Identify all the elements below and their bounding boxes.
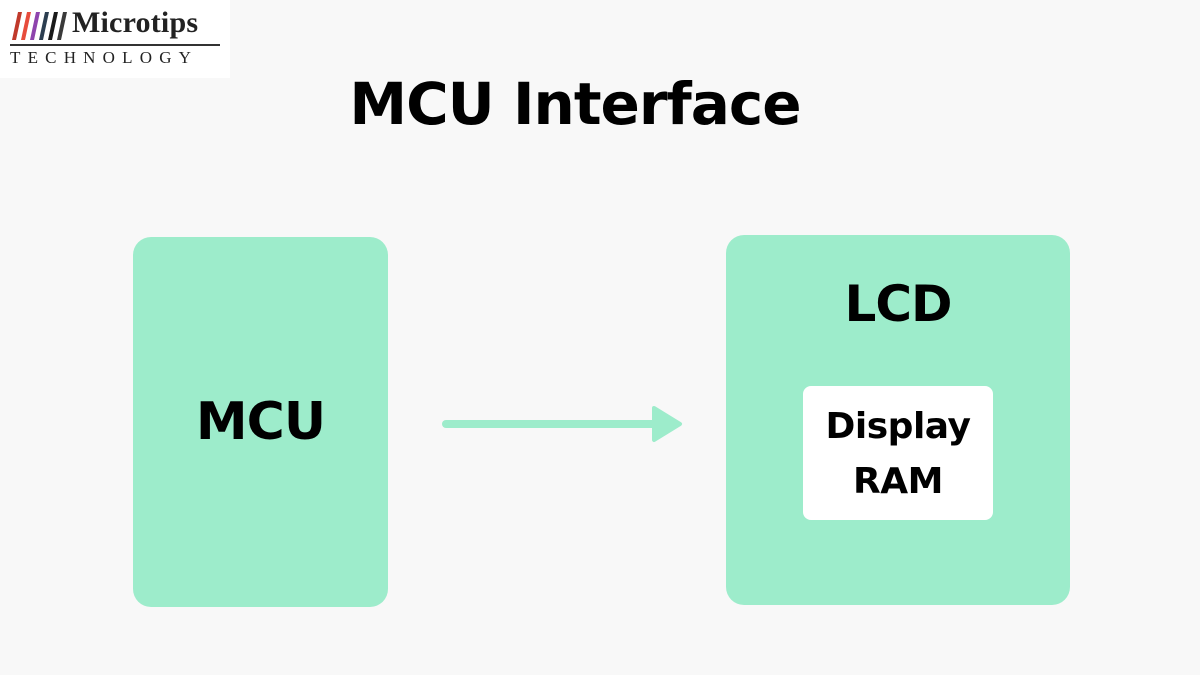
mcu-label: MCU (195, 392, 326, 452)
logo-name: Microtips (72, 6, 199, 39)
display-ram-label-line-2: RAM (853, 461, 943, 502)
company-logo: Microtips TECHNOLOGY (0, 0, 230, 78)
logo-stripes-icon (12, 12, 67, 40)
logo-tagline: TECHNOLOGY (10, 48, 199, 67)
arrow-right-icon (442, 406, 682, 442)
lcd-block: LCD Display RAM (726, 235, 1070, 605)
display-ram-label-line-1: Display (825, 406, 971, 447)
mcu-block: MCU (133, 237, 388, 607)
logo-divider (10, 44, 220, 46)
lcd-label: LCD (844, 275, 952, 333)
display-ram-box: Display RAM (803, 386, 993, 520)
slide-title: MCU Interface (349, 70, 801, 138)
